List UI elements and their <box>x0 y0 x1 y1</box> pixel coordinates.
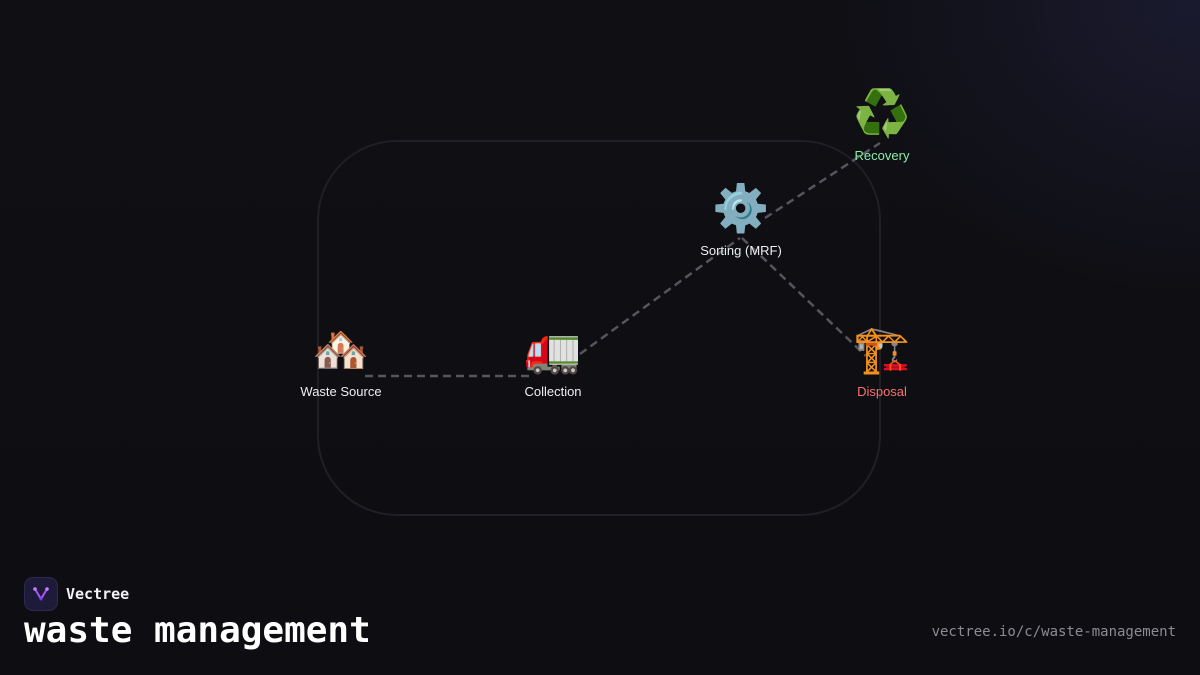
node-label: Sorting (MRF) <box>700 243 782 258</box>
node-label: Collection <box>524 384 582 399</box>
brand[interactable]: Vectree <box>24 577 129 611</box>
node-waste-source[interactable]: 🏘️ Waste Source <box>271 320 411 399</box>
page-title: waste management <box>24 610 371 651</box>
node-recovery[interactable]: ♻️ Recovery <box>812 84 952 163</box>
brand-name: Vectree <box>66 585 130 603</box>
crane-icon: 🏗️ <box>853 324 911 375</box>
node-label: Recovery <box>854 148 910 163</box>
node-collection[interactable]: 🚛 Collection <box>483 320 623 399</box>
node-label: Waste Source <box>300 384 382 399</box>
edge-collection-sorting <box>579 236 741 356</box>
gear-icon: ⚙️ <box>712 183 770 234</box>
recycle-icon: ♻️ <box>853 88 911 139</box>
truck-icon: 🚛 <box>524 324 582 375</box>
edge-sorting-recovery <box>764 141 881 220</box>
houses-icon: 🏘️ <box>312 324 370 375</box>
page-url[interactable]: vectree.io/c/waste-management <box>931 624 1176 640</box>
edge-sorting-disposal <box>741 237 867 357</box>
node-disposal[interactable]: 🏗️ Disposal <box>812 320 952 399</box>
node-label: Disposal <box>857 384 907 399</box>
node-sorting[interactable]: ⚙️ Sorting (MRF) <box>671 179 811 258</box>
vectree-logo-icon <box>24 577 58 611</box>
group-frame <box>317 140 881 516</box>
